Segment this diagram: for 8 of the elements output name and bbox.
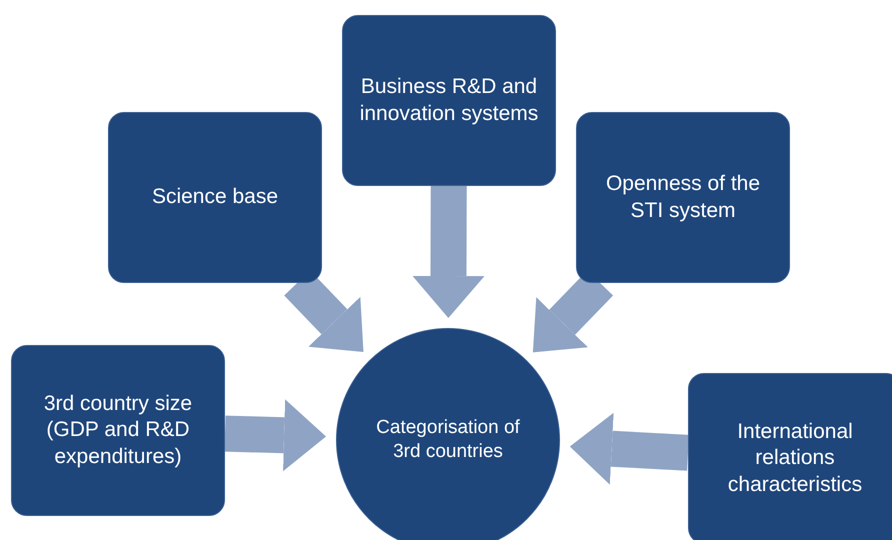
category-box: 3rd country size (GDP and R&D expenditures) bbox=[11, 345, 225, 516]
block-arrow bbox=[224, 399, 326, 472]
category-box: Business R&D and innovation systems bbox=[342, 15, 556, 186]
block-arrow bbox=[412, 186, 484, 318]
category-box: Openness of the STI system bbox=[576, 112, 790, 283]
category-box: International relations characteristics bbox=[688, 373, 892, 540]
block-arrow bbox=[570, 412, 689, 485]
category-box: Science base bbox=[108, 112, 322, 283]
